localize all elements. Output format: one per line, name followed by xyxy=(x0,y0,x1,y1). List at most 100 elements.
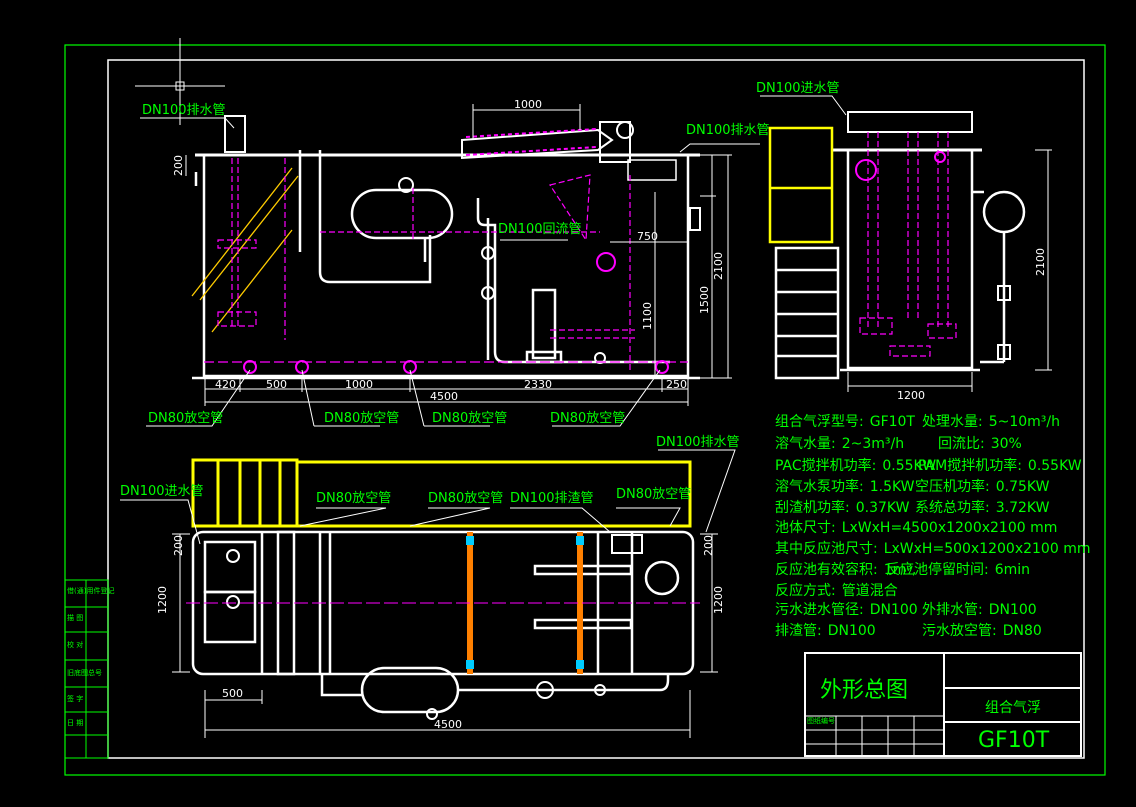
side-table-cell: 借(通)用件登记 xyxy=(67,587,115,595)
side-table-cell: 日 期 xyxy=(67,719,84,727)
spec-label: 反应池有效容积: xyxy=(775,562,878,578)
label-dn100-drain-2: DN100排水管 xyxy=(686,123,770,138)
front-ladder xyxy=(191,167,299,333)
spec-label: 排渣管: xyxy=(775,623,822,639)
label-dn80-c: DN80放空管 xyxy=(432,411,507,426)
dim-500: 500 xyxy=(266,378,287,391)
dim-1100: 1100 xyxy=(641,302,654,330)
spec-value: LxWxH=4500x1200x2100 mm xyxy=(841,520,1058,536)
spec-scraper: 刮渣机功率: 0.37KW xyxy=(775,497,909,517)
label-dn80-d: DN80放空管 xyxy=(550,411,625,426)
label-dn80-e: DN80放空管 xyxy=(316,491,391,506)
spec-label: 刮渣机功率: xyxy=(775,500,850,516)
label-dn100-inlet-side: DN100进水管 xyxy=(756,81,840,96)
spec-value: 6min xyxy=(994,562,1031,578)
spec-outlet-dia: 外排水管:DN100 xyxy=(922,599,1037,619)
spec-value: DN100 xyxy=(869,602,918,618)
pipe-labels: DN100排水管 DN100排水管 DN100进水管 DN100回流管 DN80… xyxy=(120,81,840,506)
spec-value: GF10T xyxy=(869,414,915,430)
spec-value: DN80 xyxy=(1002,623,1042,639)
spec-label: PAM搅拌机功率: xyxy=(918,458,1022,474)
spec-label: 反应池停留时间: xyxy=(886,562,989,578)
dim-1000: 1000 xyxy=(345,378,373,391)
spec-compressor: 空压机功率:0.75KW xyxy=(915,476,1049,496)
spec-value: 0.37KW xyxy=(855,500,910,516)
dim-200-plan-right: 200 xyxy=(702,535,715,556)
dim-2330: 2330 xyxy=(524,378,552,391)
spec-label: 污水进水管径: xyxy=(775,602,864,618)
title-small-label: 图纸编号 xyxy=(807,717,835,725)
side-ladder xyxy=(768,126,840,380)
side-internals xyxy=(859,132,957,357)
label-dn100-inlet-plan: DN100进水管 xyxy=(120,484,204,499)
scraper-chain xyxy=(465,128,597,156)
leader-lines xyxy=(120,95,847,545)
dim-250: 250 xyxy=(666,378,687,391)
spec-value: 30% xyxy=(990,436,1022,452)
spec-reactor-volume: 反应池有效容积: 1m³, xyxy=(775,559,916,579)
spec-total-power: 系统总功率: 3.72KW xyxy=(915,497,1049,517)
spec-value: 2~3m³/h xyxy=(841,436,905,452)
spec-residence: 反应池停留时间: 6min xyxy=(886,559,1030,579)
spec-reaction-mode: 反应方式: 管道混合 xyxy=(775,580,898,600)
front-elevation xyxy=(192,115,701,380)
label-dn100-drain-1: DN100排水管 xyxy=(142,103,226,118)
spec-reflux: 回流比:30% xyxy=(938,433,1022,453)
spec-value: DN100 xyxy=(988,602,1037,618)
dim-2100-front: 2100 xyxy=(712,252,725,280)
dim-1000-top: 1000 xyxy=(514,98,542,111)
spec-label: 系统总功率: xyxy=(915,500,990,516)
label-dn100-drain-3: DN100排水管 xyxy=(656,435,740,450)
dim-500-plan: 500 xyxy=(222,687,243,700)
dim-1500: 1500 xyxy=(698,286,711,314)
dim-200-plan-left: 200 xyxy=(172,535,185,556)
title-drawing: 外形总图 xyxy=(820,678,909,703)
drawing-frame xyxy=(64,44,1106,776)
spec-reactor-size: 其中反应池尺寸:LxWxH=500x1200x2100 mm xyxy=(775,538,1090,558)
side-table-cell: 旧底图总号 xyxy=(67,669,102,677)
spec-value: 管道混合 xyxy=(841,583,898,599)
title-product: 组合气浮 xyxy=(985,700,1041,716)
spec-value: 0.55KW xyxy=(882,458,937,474)
plan-view xyxy=(191,530,695,720)
spec-value: 1.5KW xyxy=(869,479,915,495)
side-elevation xyxy=(832,111,1026,372)
side-table-cell: 签 字 xyxy=(67,695,84,703)
spec-label: 溶气水泵功率: xyxy=(775,479,864,495)
dim-2100-side: 2100 xyxy=(1034,248,1047,276)
spec-label: 反应方式: xyxy=(775,583,836,599)
spec-value: 1m³, xyxy=(883,562,917,578)
side-table xyxy=(64,579,109,759)
label-dn80-g: DN80放空管 xyxy=(616,487,691,502)
label-dn80-b: DN80放空管 xyxy=(324,411,399,426)
title-model: GF10T xyxy=(978,728,1050,753)
spec-label: 池体尺寸: xyxy=(775,520,836,536)
spec-drain-dia: 污水放空管: DN80 xyxy=(922,620,1042,640)
side-dimensions xyxy=(847,149,1052,392)
label-dn100-outlet: DN100排渣管 xyxy=(510,491,594,506)
spec-label: PAC搅拌机功率: xyxy=(775,458,877,474)
spec-pump: 溶气水泵功率: 1.5KW xyxy=(775,476,915,496)
spec-inlet-dia: 污水进水管径: DN100 xyxy=(775,599,918,619)
spec-value: 0.55KW xyxy=(1027,458,1082,474)
dim-1200-plan-right: 1200 xyxy=(712,586,725,614)
spec-value: DN100 xyxy=(827,623,876,639)
front-dimensions xyxy=(185,104,732,406)
spec-value: LxWxH=500x1200x2100 mm xyxy=(883,541,1091,557)
spec-label: 溶气水量: xyxy=(775,436,836,452)
spec-label: 污水放空管: xyxy=(922,623,997,639)
dim-200: 200 xyxy=(172,155,185,176)
label-dn80-f: DN80放空管 xyxy=(428,491,503,506)
spec-value: 3.72KW xyxy=(995,500,1050,516)
title-block xyxy=(804,652,1082,757)
spec-pam: PAM搅拌机功率: 0.55KW xyxy=(918,455,1082,475)
spec-flow: 处理水量:5~10m³/h xyxy=(922,411,1060,431)
label-dn100-return: DN100回流管 xyxy=(498,222,582,237)
dim-750: 750 xyxy=(637,230,658,243)
front-internals xyxy=(204,158,688,370)
dim-4500: 4500 xyxy=(430,390,458,403)
spec-value: 0.75KW xyxy=(995,479,1050,495)
plan-top-ladder xyxy=(191,458,692,528)
spec-label: 处理水量: xyxy=(922,414,983,430)
spec-label: 组合气浮型号: xyxy=(775,414,864,430)
